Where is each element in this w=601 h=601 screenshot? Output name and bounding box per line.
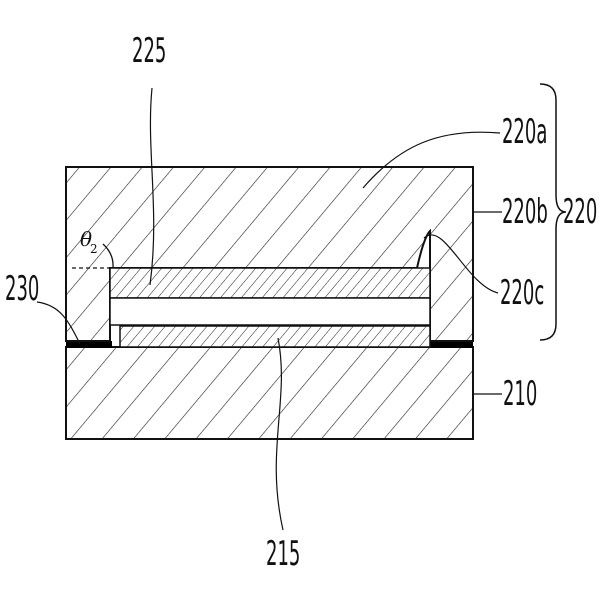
sealant-230-right [430,341,473,348]
label-220c: 220c [500,272,544,312]
label-220a: 220a [502,111,547,151]
inner-layer [110,298,430,325]
sealant-230-left [66,341,112,348]
label-230: 230 [5,268,39,308]
label-220b: 220b [502,191,548,231]
label-215: 215 [266,533,300,573]
layer-225 [110,268,430,298]
label-210: 210 [503,373,537,413]
device-215 [120,326,430,347]
substrate-210 [66,347,473,439]
label-225: 225 [132,30,166,70]
label-theta-subscript: 2 [90,242,98,256]
label-220: 220 [563,191,597,231]
